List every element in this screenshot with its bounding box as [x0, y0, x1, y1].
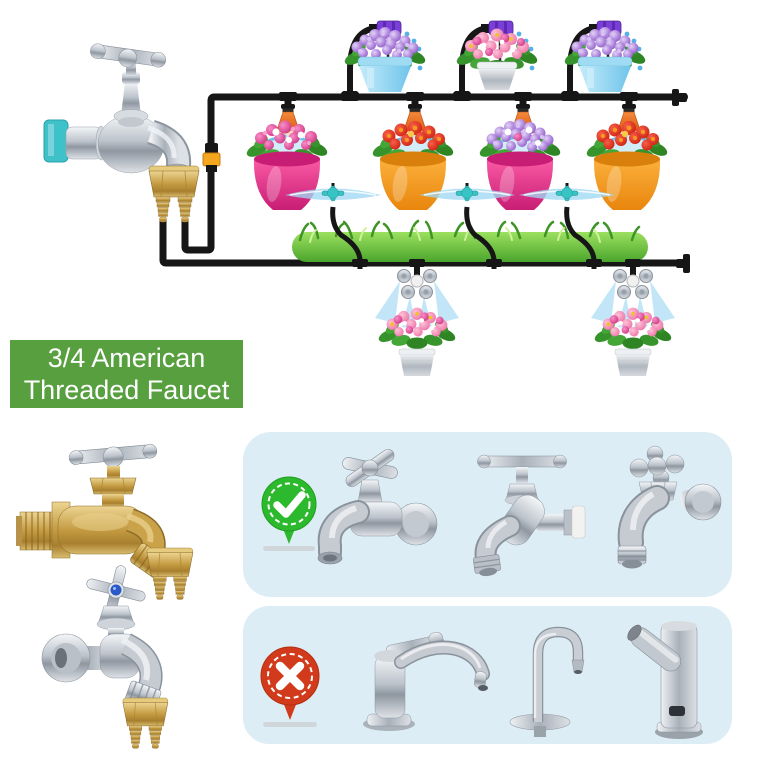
hanging-pot-blue-1: [342, 21, 427, 99]
incompatible-kitchen-mixer-tap: [363, 632, 490, 731]
compatible-faucet-ball-cross-handle: [617, 445, 722, 569]
chrome-faucet-photo: [41, 565, 163, 711]
faucet-handle: [90, 43, 167, 68]
mist-assembly-basket: [375, 266, 459, 376]
mist-assembly-basket: [591, 266, 675, 376]
ball-cross-handle: [629, 445, 685, 487]
compatible-panel: [243, 432, 732, 597]
lower-end-fitting: [683, 254, 690, 273]
irrigation-diagram: [43, 0, 690, 430]
compatible-faucet-t-handle: [472, 454, 586, 577]
cross-handle: [342, 449, 398, 487]
hanging-pot-silver: [454, 21, 539, 99]
hanging-pot-blue-2: [562, 21, 647, 99]
main-drip-line: [159, 89, 690, 273]
product-photos: [16, 443, 194, 749]
adapter-photo-1: [146, 547, 194, 600]
brass-adapter: [148, 165, 200, 223]
label-line-2: Threaded Faucet: [23, 375, 230, 405]
cross-icon: [275, 661, 305, 691]
label-line-1: 3/4 American: [47, 343, 206, 373]
incompatible-panel: [243, 606, 732, 744]
cross-badge: [260, 646, 320, 727]
garden-faucet: [43, 43, 200, 223]
hose-cap: [43, 119, 69, 163]
angled-spout: [627, 624, 681, 672]
lower-drip-line: [159, 220, 688, 267]
faucet-type-label: 3/4 American Threaded Faucet: [10, 340, 243, 408]
check-badge: [261, 476, 317, 551]
compatible-faucet-cross-handle: [317, 449, 438, 565]
incompatible-gooseneck-tap: [509, 626, 585, 737]
quick-connector: [202, 152, 221, 167]
lower-tee-connectors: [352, 259, 641, 267]
line-end-fitting: [672, 89, 679, 106]
adapter-photo-2: [122, 697, 169, 749]
tee-connectors: [279, 92, 638, 101]
check-icon: [273, 491, 306, 518]
sensor-window: [669, 706, 685, 716]
cross-handle: [86, 565, 146, 615]
incompatible-sensor-pillar-tap: [627, 621, 703, 739]
